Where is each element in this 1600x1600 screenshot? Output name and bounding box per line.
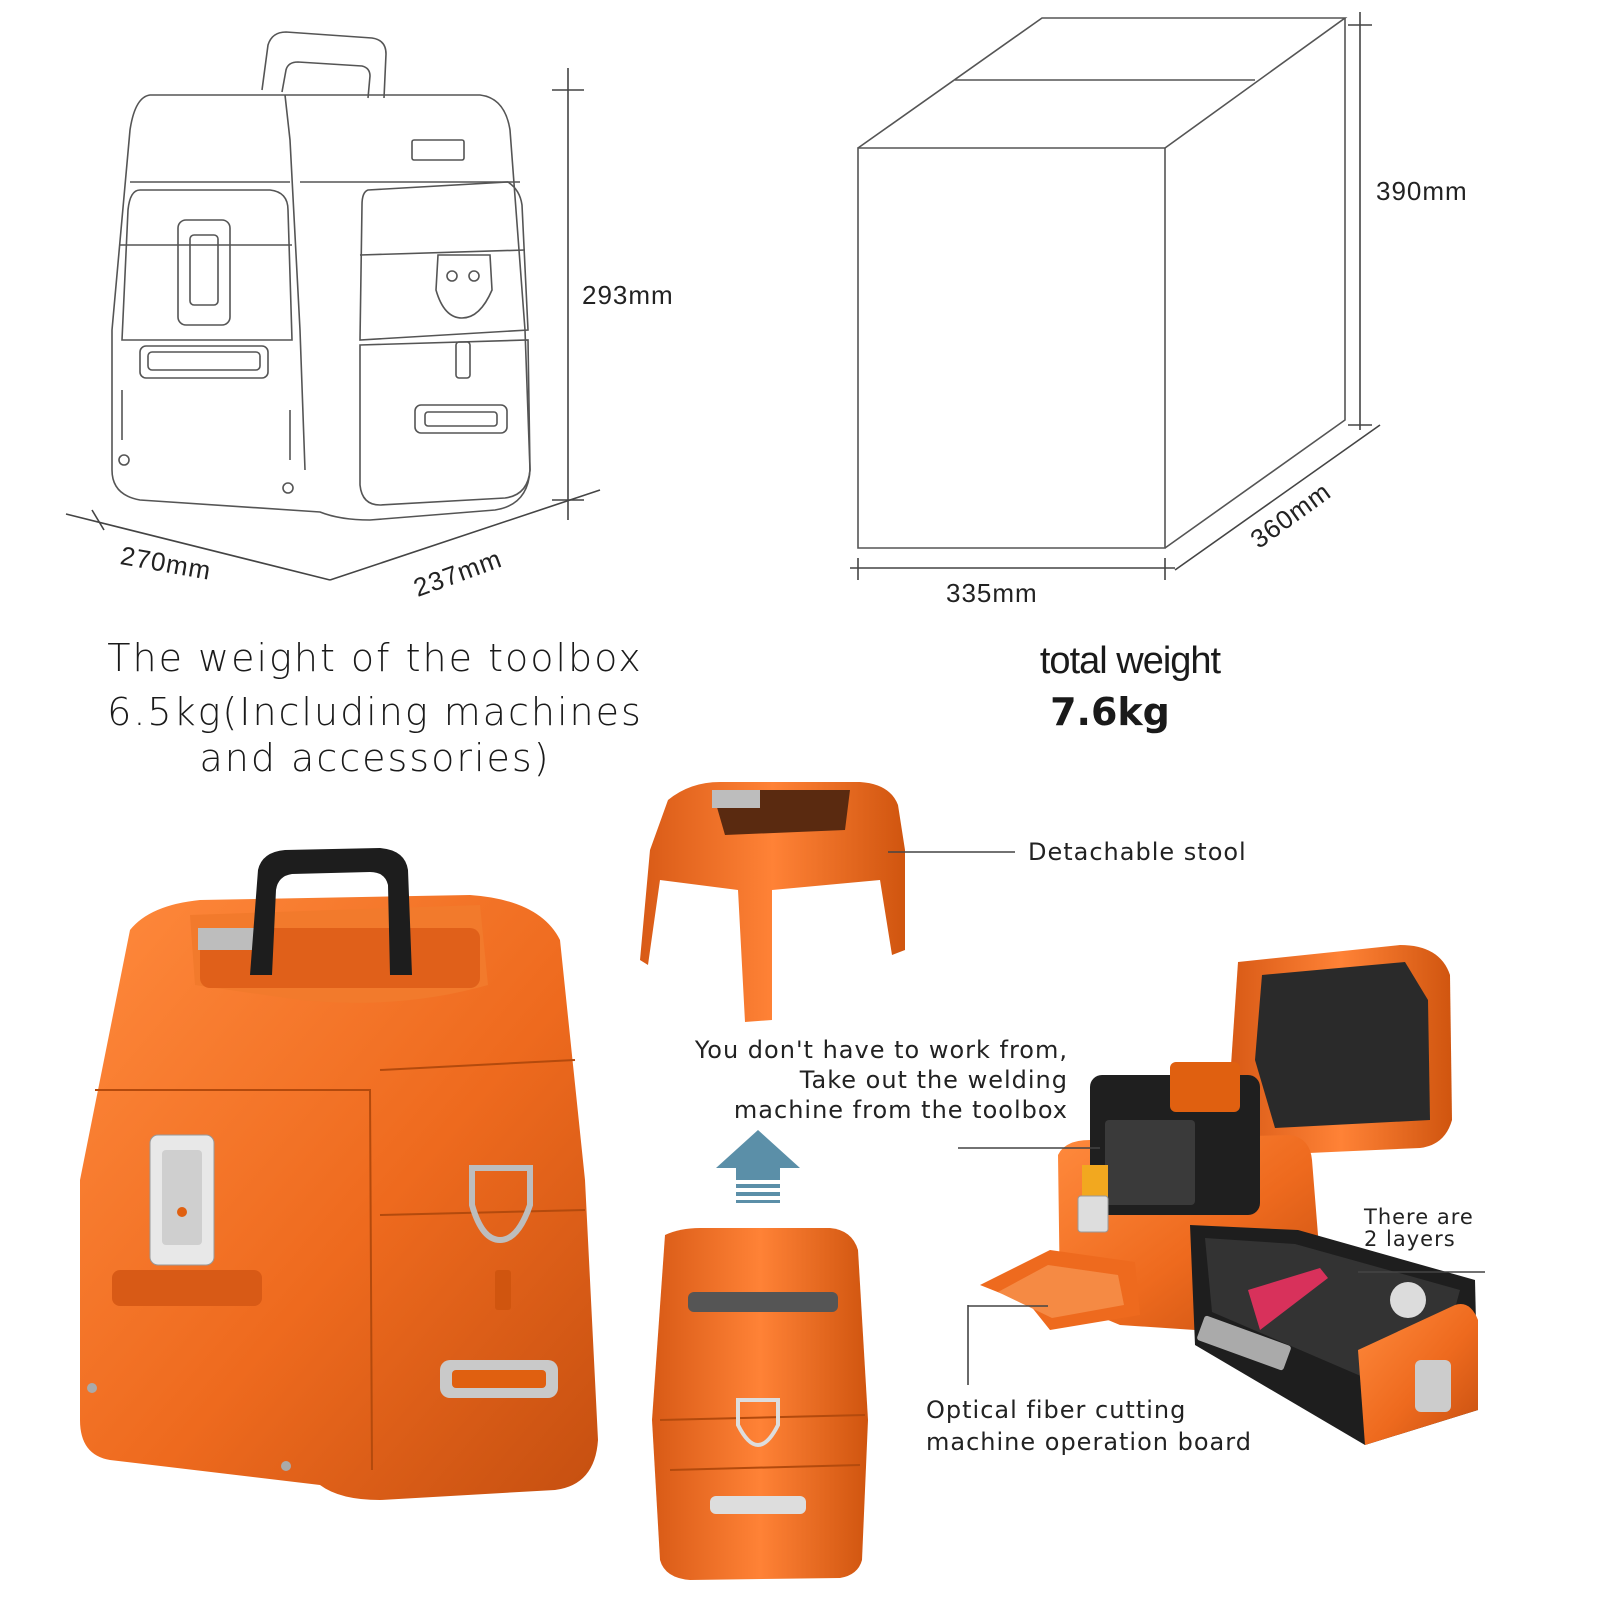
callout-layers-line2: 2 layers: [1364, 1227, 1456, 1251]
up-arrow: [716, 1130, 800, 1203]
orange-stool: [640, 782, 905, 1022]
orange-toolbox-main: [80, 848, 598, 1500]
callout-work-line2: Take out the welding: [799, 1066, 1068, 1094]
package-width-label: 335mm: [946, 578, 1038, 608]
callout-detachable-stool: Detachable stool: [1028, 838, 1247, 866]
toolbox-weight-line3: and accessories): [199, 736, 551, 780]
callout-layers-line1: There are: [1364, 1205, 1474, 1229]
total-weight-value: 7.6kg: [1050, 690, 1170, 734]
callout-work-line1: You don't have to work from,: [694, 1036, 1068, 1064]
toolbox-weight-line2: 6.5kg(Including machines: [107, 690, 643, 734]
toolbox-weight-line1: The weight of the toolbox: [107, 636, 643, 680]
orange-toolbox-open: [980, 945, 1478, 1445]
orange-toolbox-back: [652, 1228, 868, 1580]
drawing-height-label: 293mm: [582, 280, 674, 310]
package-height-label: 390mm: [1376, 176, 1468, 206]
callout-work-line3: machine from the toolbox: [733, 1096, 1068, 1124]
callout-board-line2: machine operation board: [926, 1428, 1252, 1456]
total-weight-label: total weight: [1039, 640, 1221, 682]
callout-board-line1: Optical fiber cutting: [926, 1396, 1187, 1424]
